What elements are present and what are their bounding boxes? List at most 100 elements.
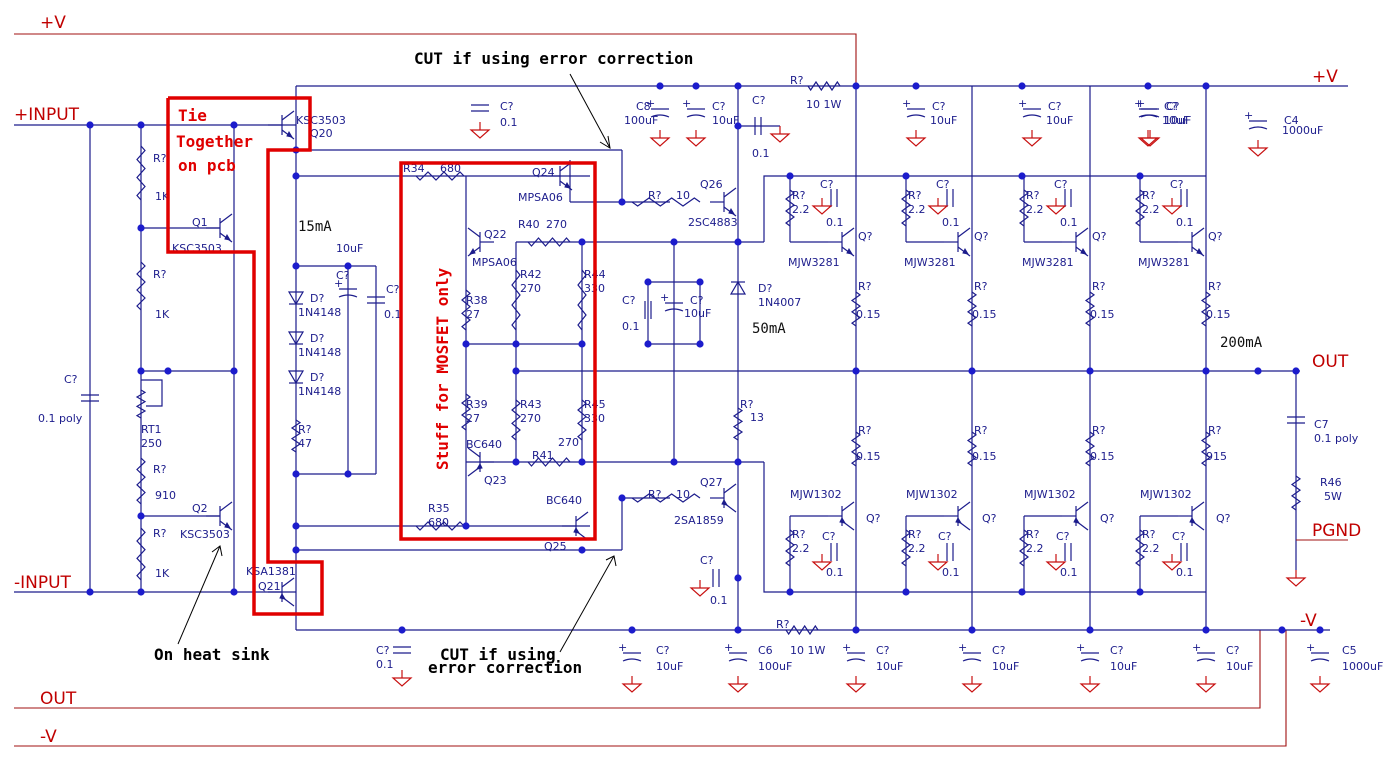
ground-c-top-01 xyxy=(469,122,491,139)
output-top-rail-cap-1: + xyxy=(1018,97,1042,118)
junction-dot xyxy=(344,470,352,478)
ref-q24: Q24 xyxy=(532,166,555,179)
value-r47: 47 xyxy=(298,437,312,450)
resistor-r39 xyxy=(461,393,471,431)
transistor-q22 xyxy=(467,227,494,257)
ref-c4: C4 xyxy=(1284,114,1299,127)
output-pnp-ref-2: Q? xyxy=(1100,512,1115,525)
value-r10-bot: 10 xyxy=(676,488,690,501)
ref-r910: R? xyxy=(153,463,167,476)
output-top-rail-cap-ref-1: C? xyxy=(1048,100,1062,113)
ground-c-10u-bot xyxy=(621,676,643,693)
junction-dot xyxy=(644,340,652,348)
value-r-mid: 1K xyxy=(155,308,170,321)
value-c4: 1000uF xyxy=(1282,124,1323,137)
output-pnp-base-resistor-1 xyxy=(901,529,911,567)
net-label-pgnd: PGND xyxy=(1312,521,1361,541)
output-npn-base-cap-value-0: 0.1 xyxy=(826,216,844,229)
output-pnp-transistor-2 xyxy=(1062,501,1089,531)
junction-dot xyxy=(578,546,586,554)
output-npn-base-resistor-value-1: 2.2 xyxy=(908,203,926,216)
junction-dot xyxy=(852,367,860,375)
value-rt1: 250 xyxy=(141,437,162,450)
junction-dot xyxy=(164,367,172,375)
junction-dot xyxy=(670,458,678,466)
resistor-r34 xyxy=(415,171,465,181)
output-pnp-value-3: MJW1302 xyxy=(1140,488,1192,501)
junction-dot xyxy=(1316,626,1324,634)
value-r38: 27 xyxy=(466,308,480,321)
output-bot-rail-cap-value-3: 10uF xyxy=(1226,660,1253,673)
tie-together-box xyxy=(166,96,324,616)
ref-q25: Q25 xyxy=(544,540,567,553)
plus-sign: + xyxy=(902,97,911,110)
output-pnp-ground-1 xyxy=(927,554,949,571)
current-200ma: 200mA xyxy=(1220,335,1263,351)
current-50ma: 50mA xyxy=(752,321,786,337)
plus-sign: + xyxy=(958,641,967,654)
transistor-q1 xyxy=(206,213,233,243)
junction-dot xyxy=(734,574,742,582)
annotation-cut-bottom-1: CUT if using xyxy=(440,645,556,664)
output-npn-base-resistor-ref-3: R? xyxy=(1142,189,1156,202)
output-npn-value-3: MJW3281 xyxy=(1138,256,1190,269)
ref-q22: Q22 xyxy=(484,228,507,241)
output-pnp-base-cap-0 xyxy=(830,543,838,561)
heat-sink-arrow xyxy=(177,545,221,645)
ref-r34: R34 xyxy=(403,162,425,175)
annotation-cut-top: CUT if using error correction xyxy=(414,49,693,68)
transistor-q25 xyxy=(562,511,589,541)
junction-dot xyxy=(734,82,742,90)
ref-c-bias-e: C? xyxy=(336,269,350,282)
resistor-r-mid xyxy=(136,261,146,311)
junction-dot xyxy=(670,238,678,246)
junction-dot xyxy=(734,626,742,634)
value-d3: 1N4148 xyxy=(298,385,341,398)
output-bot-rail-cap-value-1: 10uF xyxy=(992,660,1019,673)
resistor-r45 xyxy=(577,399,587,441)
capacitor-c-bot-01-r xyxy=(712,569,720,587)
output-npn-base-cap-ref-0: C? xyxy=(820,178,834,191)
output-npn-transistor-1 xyxy=(944,227,971,257)
ref-r10-bot: R? xyxy=(648,488,662,501)
output-bot-rail-cap-ref-2: C? xyxy=(1110,644,1124,657)
junction-dot xyxy=(696,278,704,286)
junction-dot xyxy=(462,522,470,530)
output-pnp-ref-1: Q? xyxy=(982,512,997,525)
output-pnp-emitter-resistor-1 xyxy=(966,431,978,467)
ref-c-top-01: C? xyxy=(500,100,514,113)
value-q25: BC640 xyxy=(546,494,582,507)
ref-r47: R? xyxy=(298,423,312,436)
junction-dot xyxy=(656,82,664,90)
output-pnp-value-0: MJW1302 xyxy=(790,488,842,501)
output-npn-emitter-resistor-2 xyxy=(1084,291,1096,327)
capacitor-c5: + xyxy=(1306,641,1330,662)
junction-dot xyxy=(137,588,145,596)
value-r-bot: 1K xyxy=(155,567,170,580)
value-q26: 2SC4883 xyxy=(688,216,738,229)
output-npn-ground-1 xyxy=(927,198,949,215)
output-pnp-transistor-1 xyxy=(944,501,971,531)
output-top-rail-ground-0 xyxy=(905,130,927,147)
transistor-q24 xyxy=(546,161,573,191)
output-npn-emitter-resistor-ref-1: R? xyxy=(974,280,988,293)
net-label-vplus-right: +V xyxy=(1312,67,1338,87)
output-pnp-base-cap-ref-2: C? xyxy=(1056,530,1070,543)
output-npn-base-resistor-0 xyxy=(785,189,795,227)
value-c-bias: 0.1 xyxy=(384,308,402,321)
junction-dot xyxy=(902,172,910,180)
net-label-vminus-right: -V xyxy=(1300,611,1317,631)
annotation-mosfet-only: Stuff for MOSFET only xyxy=(433,267,452,470)
output-pnp-ground-2 xyxy=(1045,554,1067,571)
output-pnp-base-cap-2 xyxy=(1064,543,1072,561)
junction-dot xyxy=(292,262,300,270)
junction-dot xyxy=(137,367,145,375)
junction-dot xyxy=(344,262,352,270)
ground-c5 xyxy=(1309,676,1331,693)
output-npn-emitter-resistor-value-1: 0.15 xyxy=(972,308,997,321)
output-npn-base-cap-ref-2: C? xyxy=(1054,178,1068,191)
annotation-tie-3: on pcb xyxy=(178,156,236,175)
output-pnp-base-resistor-0 xyxy=(785,529,795,567)
value-c-10u-top: 10uF xyxy=(712,114,739,127)
output-npn-base-resistor-value-2: 2.2 xyxy=(1026,203,1044,216)
